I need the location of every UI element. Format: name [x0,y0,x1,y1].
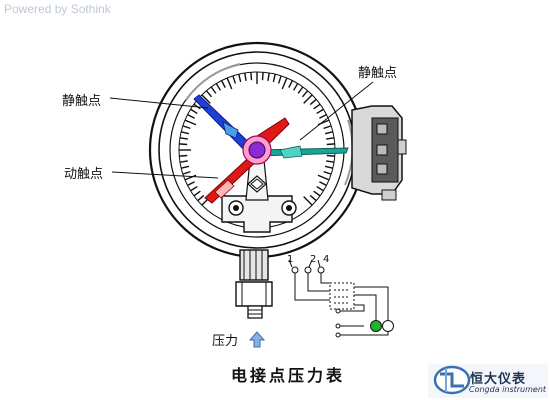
relay-block [329,282,355,310]
dial-tick [184,174,197,181]
dial-tick [309,98,317,106]
diagram-title: 电接点压力表 [231,366,346,385]
dial-tick [182,125,191,130]
dial-tick [301,90,309,98]
brand-name-en: Congda instrument [469,385,547,394]
terminal-post-4 [317,266,325,274]
dial-tick [182,170,191,175]
dial-tick [197,194,205,202]
label-static-contact-right: 静触点 [358,66,398,81]
indicator-lamp-white [382,320,394,332]
dial-tick [238,73,242,83]
dial-tick [288,80,294,88]
leader-static-right [299,81,374,141]
static-pointer-left [193,94,258,157]
dial-tick [324,165,334,169]
label-pressure: 压力 [212,334,239,349]
dial-tick [244,72,247,81]
dial-tick [193,190,201,197]
dial-tick [281,77,288,90]
dial-tick [261,72,264,81]
dial-tick [267,72,270,81]
dial-tick [316,108,324,115]
brand-logo-icon [428,364,548,398]
dial-tick [323,170,332,175]
dial-tick [297,86,304,94]
gauge-movement [221,159,297,233]
pointer-hub [248,141,266,159]
terminal-post-1 [291,266,299,274]
terminal-box [351,105,407,201]
leader-static-left [109,97,209,109]
dial-tick [215,83,222,91]
label-moving-contact: 动触点 [64,167,104,182]
dial-scale-ticks [179,72,335,206]
dial-tick [316,185,324,192]
indicator-lamp-green [370,320,382,332]
terminal-label-4: 4 [323,254,330,265]
dial-tick [179,137,188,140]
dial-tick [179,143,188,146]
watermark-text: Powered by Sothink [4,2,111,16]
dial-tick [326,143,335,146]
leader-moving [111,171,219,179]
dial-tick [180,165,190,169]
label-static-contact-left: 静触点 [62,94,102,109]
terminal-label-1: 1 [287,254,294,265]
dial-tick [317,174,330,181]
dial-tick [292,83,299,91]
pressure-arrow-icon [248,331,266,348]
dial-tick [187,181,195,187]
dial-tick [184,119,197,126]
dial-tick [187,113,195,119]
dial-tick [179,154,188,157]
dial-tick [324,131,334,135]
dial-tick [303,94,313,104]
dial-tick [313,103,321,110]
pressure-fitting [235,249,273,319]
dial-tick [179,160,188,163]
terminal-post-2 [304,266,312,274]
dial-tick [226,77,233,90]
dial-tick [250,72,253,81]
dial-tick [323,125,332,130]
dial-tick [272,73,276,83]
dial-tick [309,194,317,202]
dial-tick [232,75,237,84]
dial-tick [303,196,313,206]
dial-tick [180,131,190,135]
dial-tick [190,108,198,115]
dial-tick [210,86,217,94]
dial-tick [220,80,226,88]
dial-tick [201,94,211,104]
glass-highlight [185,63,241,101]
dial-tick [319,181,327,187]
brand-name-cn: 恒大仪表 [470,372,527,387]
wiring-schematic [288,259,389,338]
dial-tick [277,75,282,84]
terminal-label-2: 2 [310,254,317,265]
dial-tick [326,137,335,140]
dial-tick [205,90,213,98]
dial-tick [326,154,335,157]
dial-tick [190,185,198,192]
dial-tick [326,160,335,163]
dial-tick [319,113,327,119]
dial-tick [313,190,321,197]
